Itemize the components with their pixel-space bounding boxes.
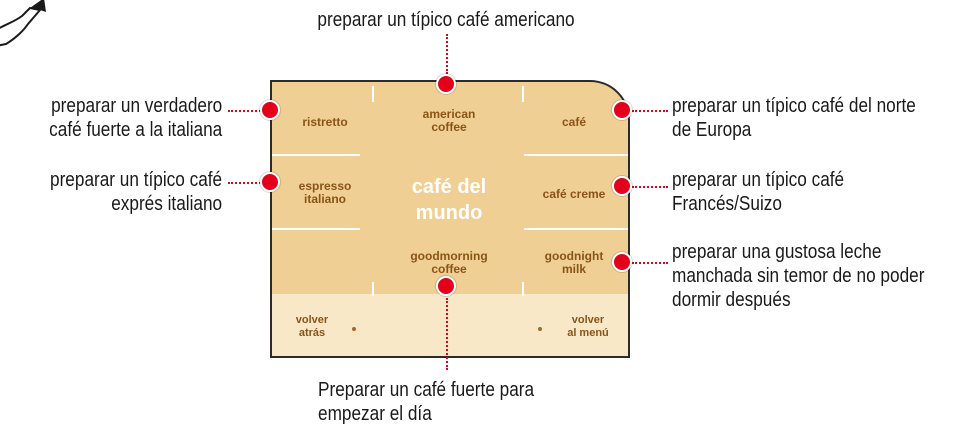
cafe-del-mundo-title: café del mundo [411, 176, 487, 224]
control-panel: ristretto american coffee café espresso … [270, 80, 630, 358]
callout-espresso: preparar un típico café exprés italiano [49, 169, 222, 215]
callout-cafe-creme: preparar un típico café Francés/Suizo [672, 169, 845, 215]
grid-divider [524, 228, 628, 230]
callout-goodnight-milk: preparar una gustosa leche manchada sin … [672, 241, 925, 311]
grid-divider [522, 282, 524, 296]
back-button[interactable]: volver atrás [295, 314, 329, 339]
grid-divider [372, 282, 374, 296]
leader-line [632, 110, 668, 112]
grid-divider [372, 86, 374, 102]
leader-line [446, 34, 448, 74]
goodnight-milk-key[interactable]: goodnight milk [544, 249, 604, 276]
pin-cafe-creme [612, 176, 632, 196]
callout-goodmorning: Preparar un café fuerte para empezar el … [318, 379, 535, 425]
cafe-key[interactable]: café [561, 115, 587, 129]
pin-goodmorning-coffee [436, 276, 456, 296]
leader-line [632, 186, 668, 188]
leader-line [632, 262, 668, 264]
cafe-creme-key[interactable]: café creme [542, 187, 606, 201]
pin-american-coffee [436, 74, 456, 94]
grid-divider [272, 154, 360, 156]
leader-line [228, 110, 264, 112]
grid-divider [522, 86, 524, 102]
callout-ristretto: preparar un verdadero café fuerte a la i… [48, 95, 223, 141]
leader-line [446, 298, 448, 370]
panel-footer [272, 294, 628, 356]
menu-indicator [538, 327, 542, 331]
pin-espresso-italiano [260, 172, 280, 192]
leader-line [228, 182, 264, 184]
callout-american: preparar un típico café americano [317, 9, 575, 31]
goodmorning-coffee-key[interactable]: goodmorning coffee [410, 249, 488, 276]
ristretto-key[interactable]: ristretto [302, 115, 348, 129]
grid-divider [272, 228, 360, 230]
back-to-menu-button[interactable]: volver al menú [567, 314, 609, 339]
hand-pointer-icon [0, 0, 46, 47]
grid-divider [524, 154, 628, 156]
american-coffee-key[interactable]: american coffee [422, 107, 476, 134]
back-indicator [352, 327, 356, 331]
callout-cafe: preparar un típico café del norte de Eur… [672, 95, 916, 141]
pin-goodnight-milk [612, 252, 632, 272]
pin-ristretto [260, 100, 280, 120]
espresso-italiano-key[interactable]: espresso italiano [298, 179, 352, 206]
pin-cafe [612, 100, 632, 120]
